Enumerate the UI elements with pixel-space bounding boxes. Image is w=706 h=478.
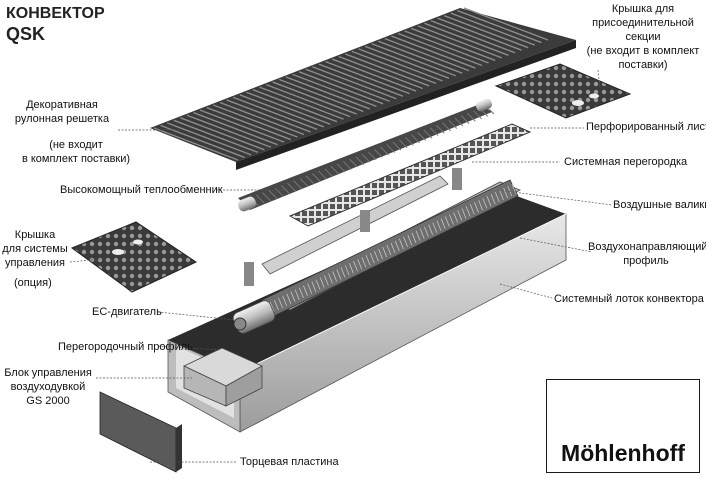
- control-cover: [70, 221, 198, 293]
- title-line2: QSK: [6, 24, 46, 44]
- air-rollers: [261, 179, 519, 319]
- label-heat-exchanger: Высокомощный теплообменник: [60, 184, 223, 196]
- end-plate: [99, 391, 182, 473]
- control-unit: [183, 347, 263, 407]
- label-decorative-grille: Декоративная рулонная решетка: [14, 99, 110, 125]
- label-ec-motor: ЕС-двигатель: [92, 306, 162, 318]
- leader-lines: [69, 69, 613, 463]
- label-control-unit: Блок управления воздуходувкой GS 2000: [4, 367, 92, 407]
- label-connection-cover: Крышка для присоединительной секции (не …: [586, 3, 700, 71]
- ec-motor: [232, 300, 276, 334]
- decorative-grille: [150, 7, 576, 170]
- perforated-sheet: [288, 123, 532, 227]
- brand-name: Möhlenhoff: [561, 440, 685, 466]
- label-divider-profile: Перегородочный профиль: [58, 341, 193, 353]
- title-line1: КОНВЕКТОР: [6, 5, 105, 22]
- label-perforated-sheet: Перфорированный лист: [586, 121, 706, 133]
- label-control-cover: Крышка для системы управления: [2, 229, 68, 269]
- connection-cover: [494, 63, 632, 119]
- brand-logo: Möhlenhoff: [546, 379, 700, 473]
- label-not-included: (не входит в комплект поставки): [21, 139, 131, 165]
- label-convector-tray: Системный лоток конвектора: [554, 293, 704, 305]
- label-option: (опция): [14, 277, 52, 289]
- label-system-partition: Системная перегородка: [564, 156, 688, 168]
- heat-exchanger: [237, 98, 495, 212]
- diagram-title: КОНВЕКТОР QSK: [6, 4, 105, 44]
- label-end-plate: Торцевая пластина: [240, 456, 339, 468]
- label-air-rollers: Воздушные валики: [613, 199, 706, 211]
- label-air-guide-profile: Воздухонаправляющий профиль: [588, 241, 706, 267]
